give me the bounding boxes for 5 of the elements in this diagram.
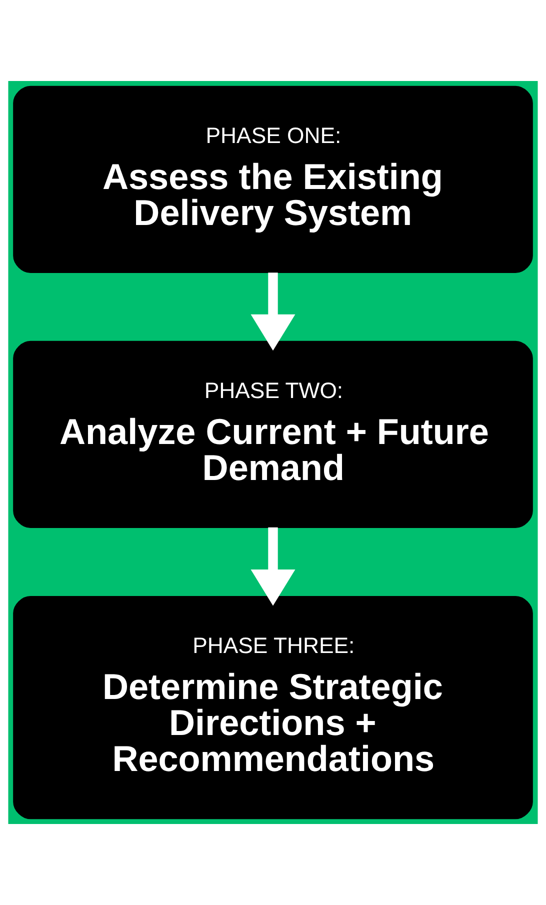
node-box: PHASE TWO: Analyze Current + Future Demand: [13, 340, 533, 528]
node-box: PHASE THREE: Determine Strategic Directions + Recommendations: [13, 596, 533, 820]
arrow: [250, 272, 296, 351]
node-box: PHASE ONE: Assess the Existing Delivery System: [13, 86, 533, 273]
arrow: [250, 527, 296, 606]
